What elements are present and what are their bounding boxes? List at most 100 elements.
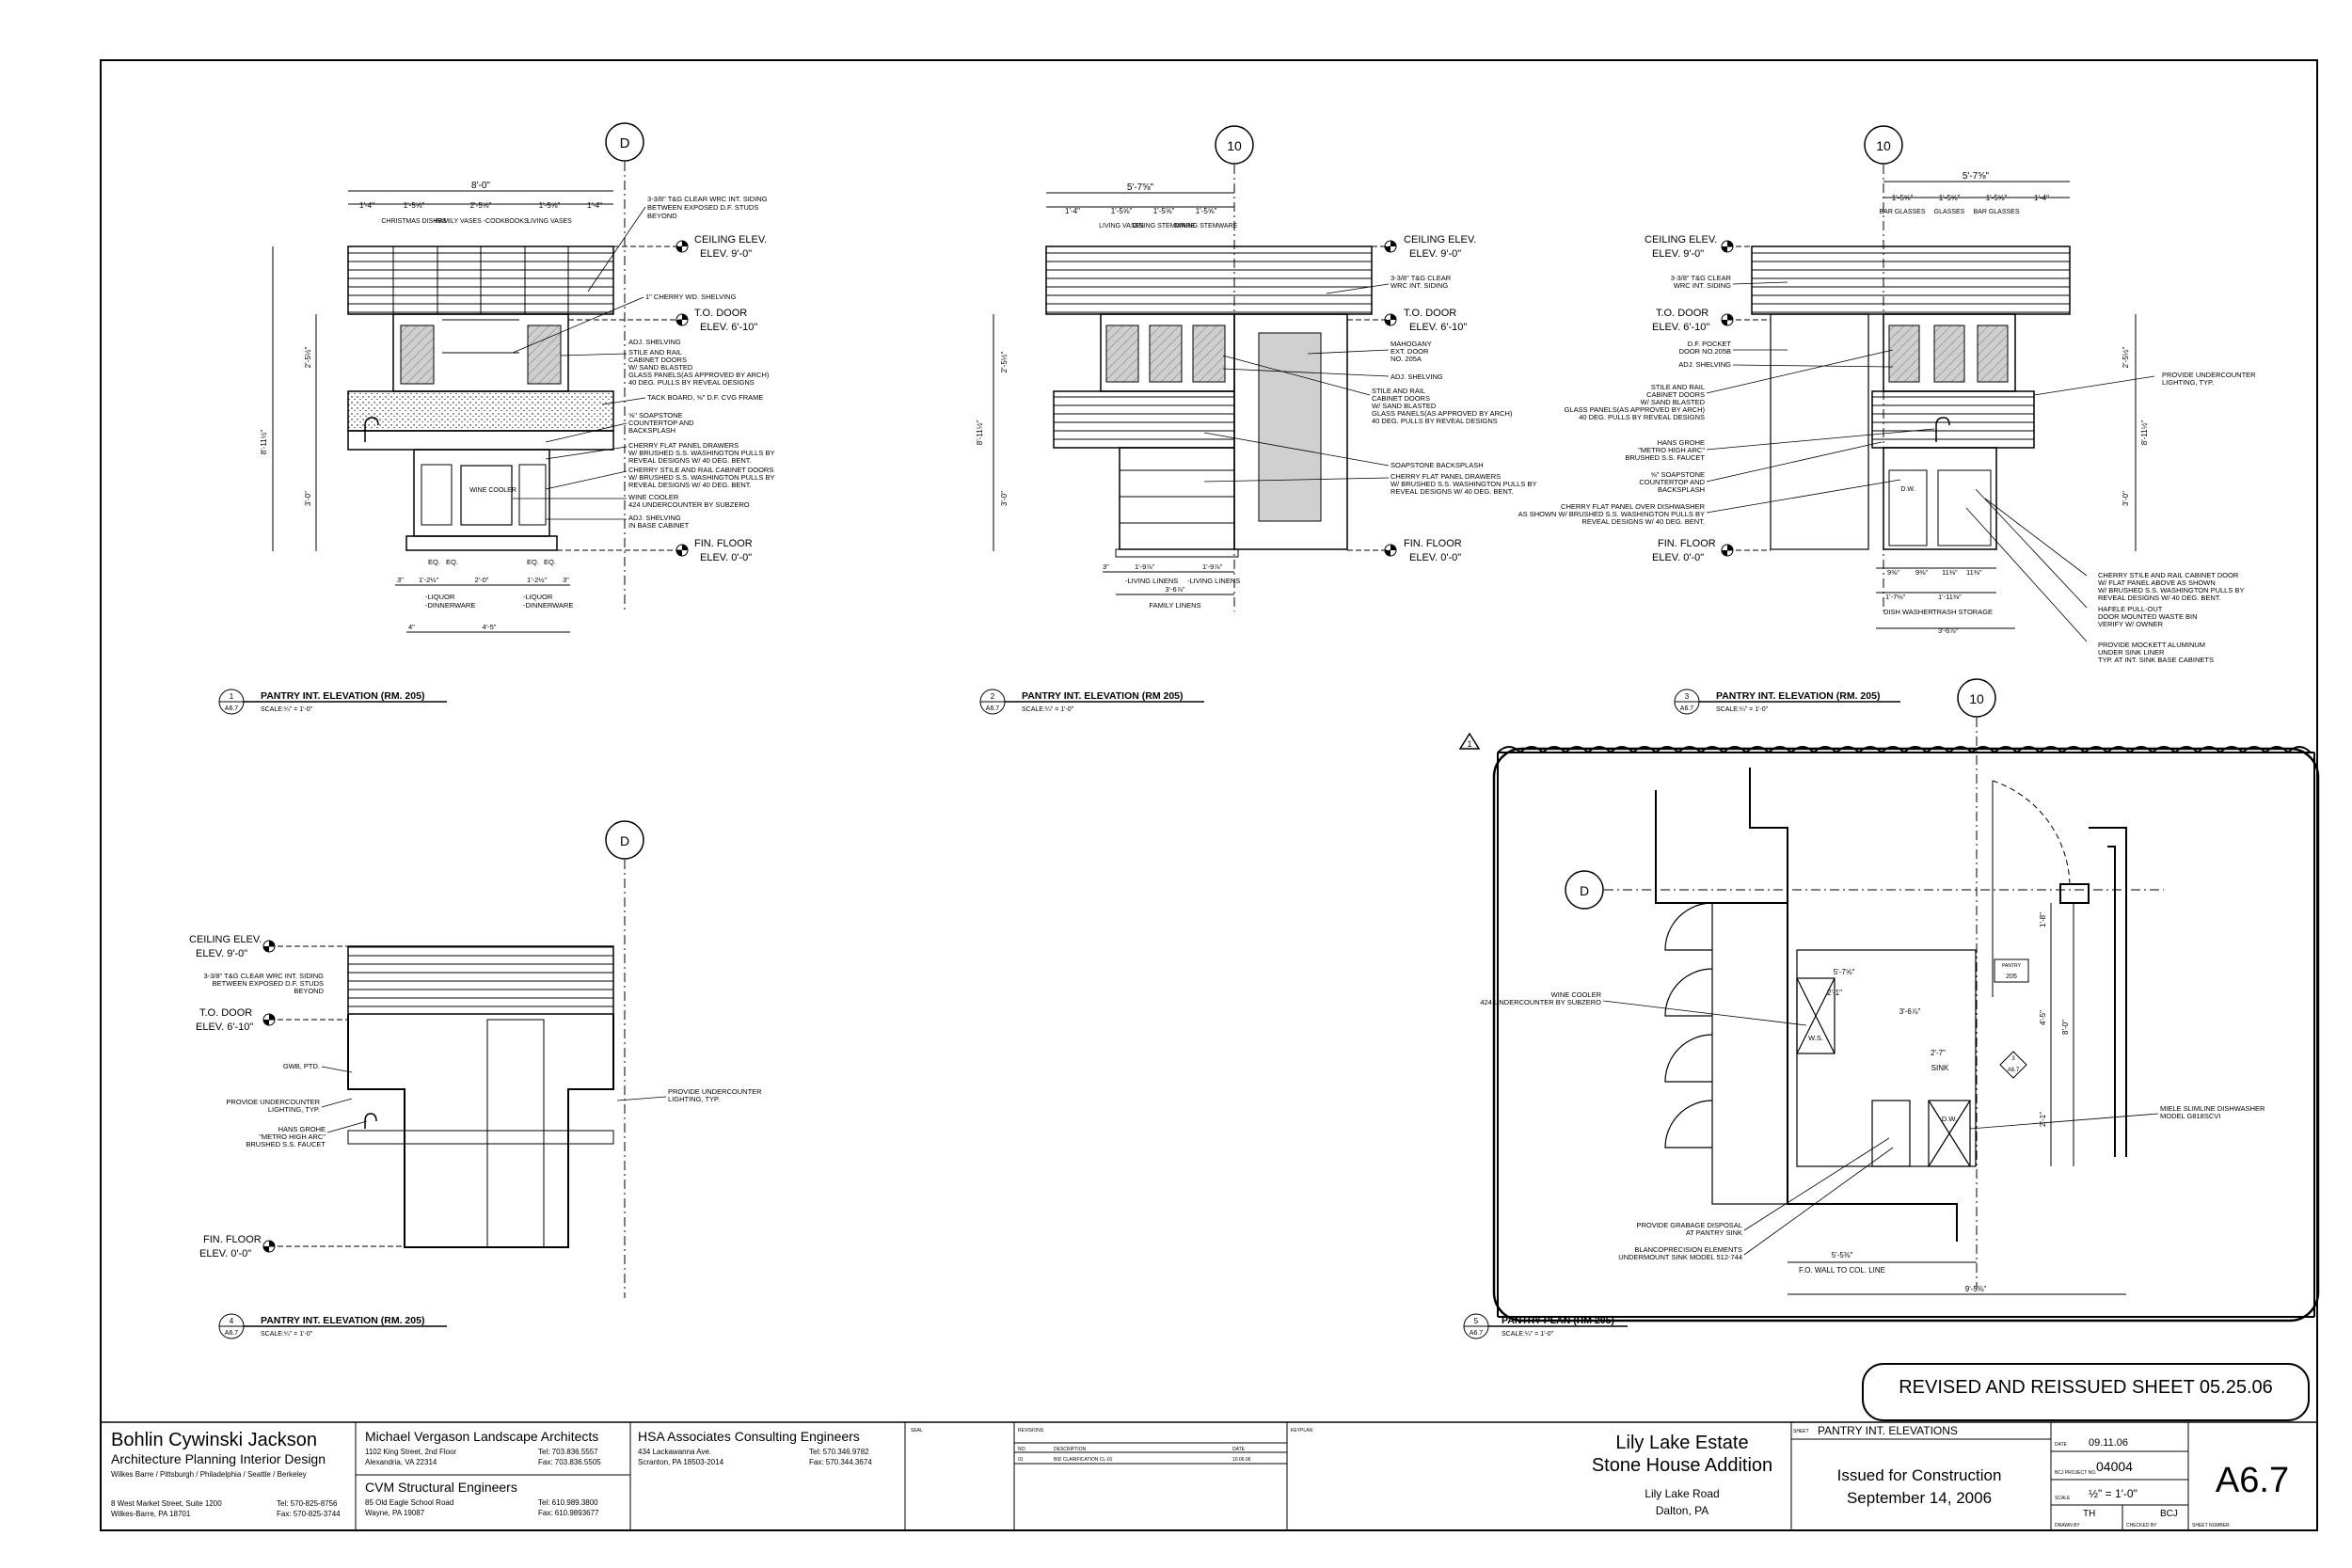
drawing-text: HSA Associates Consulting Engineers — [638, 1429, 860, 1444]
drawing-text: VERIFY W/ OWNER — [2098, 620, 2164, 628]
drawing-line — [1965, 507, 2088, 642]
drawing-text: T.O. DOOR — [1656, 308, 1708, 319]
drawing-line — [326, 1120, 368, 1133]
drawing-line — [2033, 375, 2155, 396]
level-door: T.O. DOOR ELEV. 6'-10" — [1347, 308, 1467, 333]
drawing-text: 2'-0" — [475, 576, 489, 584]
drawing-text: CEILING ELEV. — [694, 234, 767, 245]
drawing-text: 3-3/8" T&G CLEAR — [1671, 274, 1732, 282]
drawing-text: ELEV. 9'-0" — [196, 948, 247, 959]
drawing-text: ADJ. SHELVING — [1391, 372, 1443, 381]
drawing-text: 2'-5½" — [2122, 347, 2130, 369]
level-door: T.O. DOOR ELEV. 6'-10" — [196, 1007, 348, 1033]
drawing-line — [1326, 283, 1390, 294]
view-title-2: 2 A6.7 PANTRY INT. ELEVATION (RM 205) SC… — [979, 689, 1204, 715]
drawing-text: BETWEEN EXPOSED D.F. STUDS — [213, 979, 324, 988]
drawing-text: BAR GLASSES — [1879, 209, 1925, 215]
drawing-text: FIN. FLOOR — [203, 1234, 262, 1245]
level-door: T.O. DOOR ELEV. 6'-10" — [568, 308, 757, 333]
drawing-text: PROVIDE UNDERCOUNTER — [226, 1098, 320, 1106]
plan-dims: 5'-7⅝" 3'-6⅞" 2'-7" SINK 2'-1" 1'-8" 4'-… — [1788, 903, 2126, 1295]
drawing-text: -LIVING LINENS — [1187, 577, 1240, 585]
drawing-text: ⅝" SOAPSTONE — [1650, 470, 1705, 479]
drawing-text: W/ BRUSHED S.S. WASHINGTON PULLS BY — [1391, 480, 1536, 488]
drawing-text: Fax: 570-825-3744 — [277, 1510, 341, 1518]
drawing-text: CHERRY FLAT PANEL OVER DISHWASHER — [1561, 502, 1706, 511]
drawing-text: 1'-5⅝" — [1196, 207, 1217, 215]
drawing-text: ELEV. 6'-10" — [196, 1022, 253, 1033]
ext-door — [1233, 313, 1348, 550]
drawing-text: 1102 King Street, 2nd Floor — [365, 1448, 457, 1456]
drawing-text: UNDER SINK LINER — [2098, 648, 2165, 657]
drawing-text: 424 UNDERCOUNTER BY SUBZERO — [1480, 998, 1601, 1006]
drawing-path — [263, 1241, 275, 1252]
drawing-text: Fax: 610.9893677 — [538, 1509, 599, 1517]
drawing-path — [1882, 1203, 1958, 1242]
base-door — [421, 464, 453, 526]
drawing-text: CHERRY STILE AND RAIL CABINET DOORS — [628, 466, 773, 474]
drawing-text: 1'-5⅝" — [1111, 207, 1133, 215]
drawing-text: 2'-1" — [1827, 989, 1842, 997]
drawing-text: Lily Lake Road — [1645, 1487, 1719, 1500]
drawing-text: ADJ. SHELVING — [1678, 360, 1731, 369]
dim-text: 2'-5½" — [304, 347, 312, 369]
drawing-text: Architecture Planning Interior Design — [111, 1451, 326, 1466]
base-cabinet — [1883, 447, 1997, 550]
drawing-text: 1'-8" — [2039, 912, 2047, 927]
drawing-text: 5'-7⅝" — [1127, 182, 1154, 193]
drawing-path — [263, 941, 275, 952]
drawing-text: Stone House Addition — [1592, 1455, 1772, 1476]
drawing-text: CVM Structural Engineers — [365, 1480, 517, 1495]
drawing-text: WRC INT. SIDING — [1674, 281, 1731, 290]
notes-view-2: 3-3/8" T&G CLEAR WRC INT. SIDING MAHOGAN… — [1203, 274, 1536, 496]
dim-text: 1'-5⅝" — [404, 201, 425, 210]
drawing-text: 10 — [1876, 138, 1891, 153]
drawing-circle — [1215, 125, 1254, 165]
drawing-path — [676, 314, 688, 325]
drawing-text: PANTRY INT. ELEVATION (RM 205) — [1022, 690, 1184, 702]
drawing-text: W.S. — [1808, 1034, 1823, 1042]
drawing-text: PANTRY INT. ELEVATION (RM. 205) — [1716, 690, 1880, 702]
drawing-text: SINK — [1931, 1064, 1949, 1072]
drawing-text: Tel: 610.989.3800 — [538, 1498, 598, 1507]
level-floor: FIN. FLOOR ELEV. 0'-0" — [1652, 538, 1771, 563]
counter-section — [347, 1130, 614, 1145]
drawing-text: Michael Vergason Landscape Architects — [365, 1429, 598, 1444]
drawing-text: -LIQUOR — [425, 593, 455, 601]
glass-panel — [400, 325, 435, 385]
drawing-text: 1'-7⅛" — [1885, 593, 1906, 601]
drawing-text: ½" = 1'-0" — [2089, 1487, 2137, 1500]
drawing-text: LIGHTING, TYP. — [268, 1105, 320, 1114]
drawing-text: CHERRY STILE AND RAIL CABINET DOOR — [2098, 571, 2239, 579]
drawing-text: Tel: 570.346.9782 — [809, 1448, 869, 1456]
drawing-text: 1'-4" — [2034, 194, 2049, 202]
drawing-text: Wayne, PA 19087 — [365, 1509, 425, 1517]
drawing-text: REVEAL DESIGNS W/ 40 DEG. BENT. — [1391, 487, 1514, 496]
drawing-text: FIN. FLOOR — [1404, 538, 1462, 549]
drawing-text: MODEL G818SCVI — [2160, 1112, 2220, 1120]
drawing-text: W/ BRUSHED S.S. WASHINGTON PULLS BY — [2098, 586, 2244, 594]
drawing-text: 1" CHERRY WD. SHELVING — [645, 293, 737, 301]
drawing-text: PANTRY PLAN (RM 205) — [1502, 1315, 1614, 1326]
drawing-text: 1'-5⅝" — [1153, 207, 1175, 215]
drawing-line — [1602, 1000, 1807, 1026]
drawing-text: 9⅜" — [1915, 568, 1928, 577]
drawing-text: A6.7 — [225, 705, 239, 712]
drawing-text: WINE COOLER — [1551, 990, 1602, 999]
drawing-path — [1749, 768, 1788, 903]
drawing-text: STILE AND RAIL — [628, 348, 682, 356]
drawing-text: T.O. DOOR — [199, 1007, 252, 1019]
drawing-text: 3 — [2011, 1056, 2015, 1062]
drawing-circle — [605, 820, 644, 860]
drawing-text: "METRO HIGH ARC" — [259, 1132, 326, 1141]
drawing-text: ADJ. SHELVING — [628, 514, 681, 522]
drawing-text: DESCRIPTION — [1054, 1447, 1087, 1452]
drawing-circle — [1565, 870, 1604, 910]
revised-banner: REVISED AND REISSUED SHEET 05.25.06 — [1862, 1363, 2310, 1421]
firm-name: Bohlin Cywinski Jackson — [111, 1430, 317, 1450]
drawing-text: EQ. — [544, 558, 556, 566]
glass-panel — [527, 325, 562, 385]
drawing-text: 1'-5⅝" — [1986, 194, 2008, 202]
pocket-door — [1770, 313, 1869, 550]
drawing-text: -DINNERWARE — [523, 601, 573, 610]
